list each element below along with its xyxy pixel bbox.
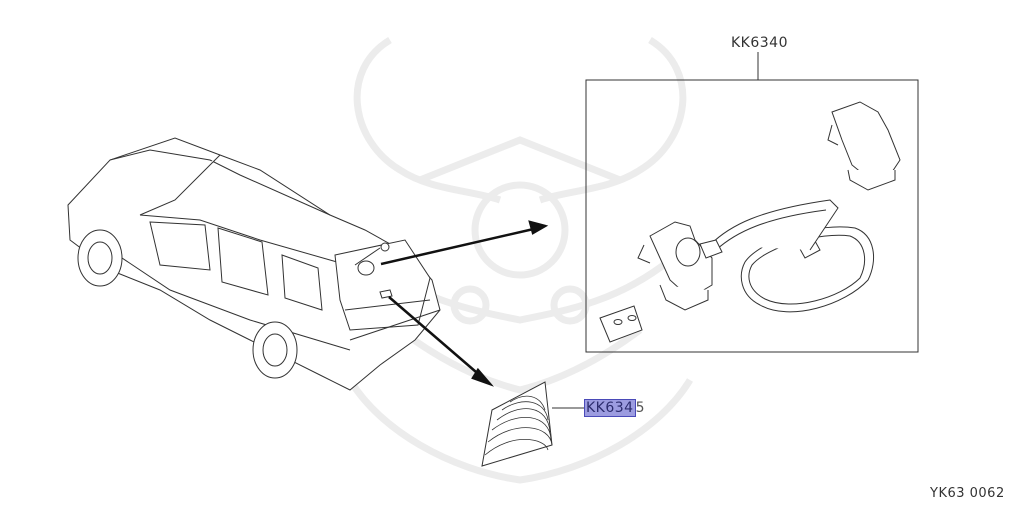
callout-label-kk6340[interactable]: KK6340: [731, 35, 788, 51]
highlighted-text: KK634: [584, 399, 636, 417]
mirror-pad-illustration: [481, 381, 553, 467]
kk6340-callout-frame: [585, 52, 919, 353]
pointer-arrows: [380, 220, 549, 387]
label-tail: 5: [635, 400, 646, 416]
vehicle-illustration: [67, 137, 441, 391]
figure-code: YK63 0062: [930, 486, 1005, 501]
mirror-kit-illustration: [599, 101, 901, 343]
